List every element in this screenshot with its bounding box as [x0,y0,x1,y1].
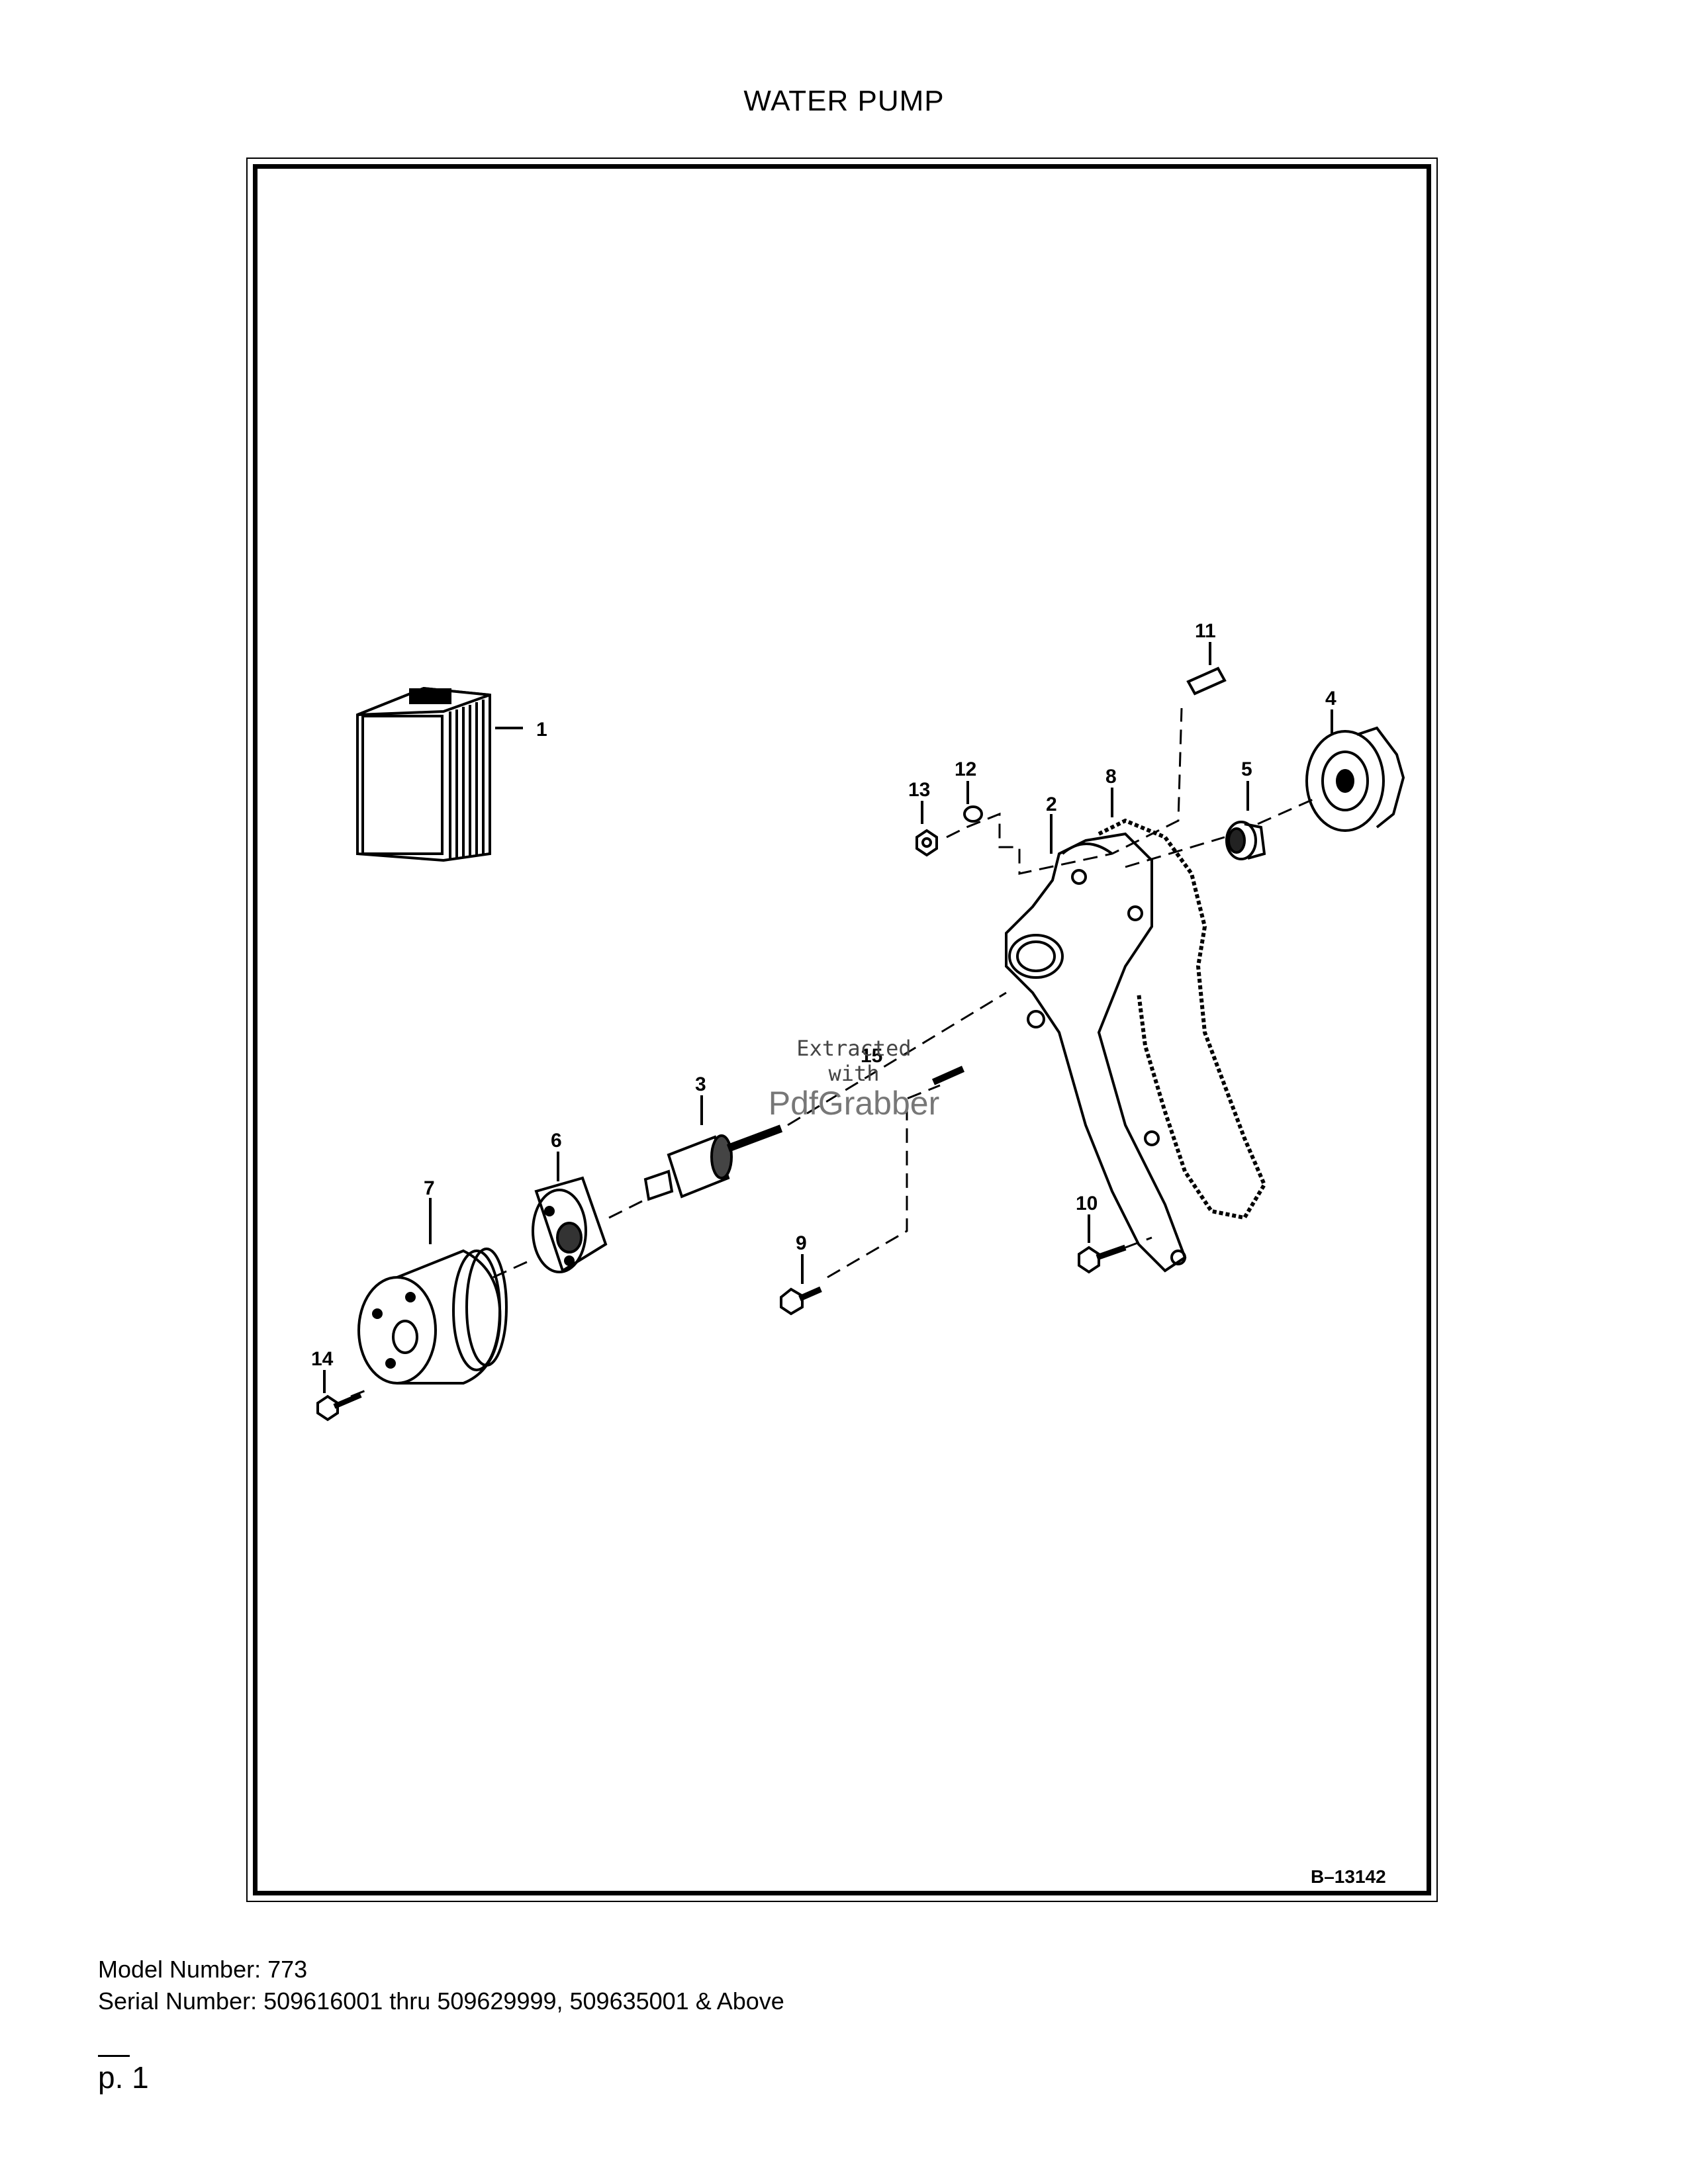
part-10-bolt [1078,1214,1127,1274]
watermark-line-3: PdfGrabber [768,1085,940,1122]
diagram-frame-inner [253,164,1431,1895]
callout-12: 12 [955,758,976,780]
callout-10: 10 [1076,1193,1098,1214]
callout-7: 7 [424,1177,435,1199]
part-1-kit-box [356,686,523,862]
page-title: WATER PUMP [743,85,945,117]
figure-number: B–13142 [1311,1866,1386,1887]
part-15-stud [931,1066,965,1085]
part-8-gasket [1098,788,1267,1220]
page-number: p. 1 [98,2060,149,2095]
assembly-lines [350,707,1318,1398]
part-3-shaft-bearing [643,1095,783,1201]
part-9-bolt [780,1254,822,1316]
model-number: Model Number: 773 [98,1956,308,1983]
diagram-frame [246,158,1438,1902]
pdfgrabber-watermark: Extracted with PdfGrabber [735,1036,973,1120]
callout-1: 1 [536,719,547,741]
serial-number: Serial Number: 509616001 thru 509629999,… [98,1987,784,2015]
callout-8: 8 [1105,766,1117,788]
callout-11: 11 [1195,620,1216,642]
part-7-pulley [357,1198,508,1385]
callout-15: 15 [861,1045,882,1067]
part-12-washer [963,781,983,823]
part-13-nut [915,801,938,857]
callout-labels: 1 2 3 4 5 6 7 8 9 10 11 12 13 14 15 [311,620,1336,1370]
callout-5: 5 [1241,758,1252,780]
callout-2: 2 [1046,794,1057,815]
callout-13: 13 [908,779,930,801]
callout-6: 6 [551,1130,562,1152]
callout-4: 4 [1325,688,1336,709]
part-11-stud [1186,642,1227,696]
part-4-impeller [1305,709,1405,832]
model-info: Model Number: 773 Serial Number: 5096160… [98,1954,784,2017]
callout-14: 14 [311,1348,334,1370]
part-14-bolt [316,1370,362,1422]
callout-9: 9 [796,1232,807,1254]
part-5-seal [1225,781,1266,860]
watermark-line-2: with [828,1061,880,1086]
part-6-flange [532,1152,608,1273]
part-2-pump-body [1005,814,1187,1273]
page-number-rule [98,2055,130,2057]
watermark-line-1: Extracted [796,1036,912,1061]
callout-3: 3 [695,1073,706,1095]
